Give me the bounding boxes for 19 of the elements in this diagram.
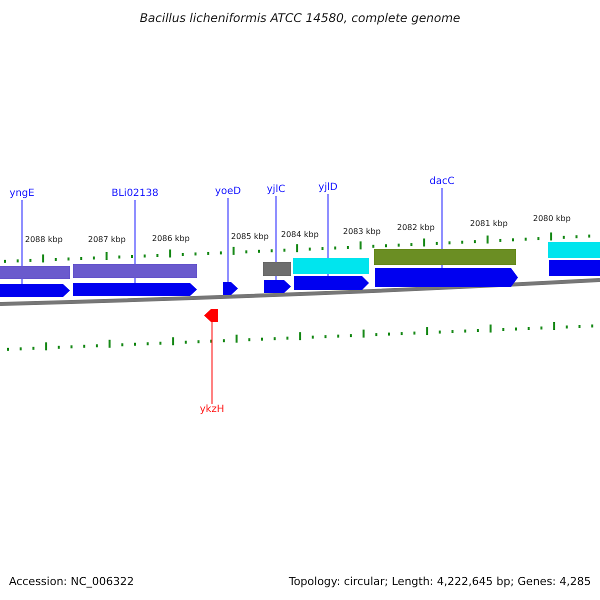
- scale-label: 2087 kbp: [88, 235, 126, 245]
- gene-label: yjlD: [318, 182, 338, 194]
- accession-text: Accession: NC_006322: [9, 574, 134, 590]
- gene-label: yjlC: [266, 184, 286, 196]
- gene-label: BLi02138: [111, 188, 159, 200]
- gene-label: dacC: [430, 176, 454, 188]
- scale-label: 2081 kbp: [470, 219, 508, 229]
- title: Bacillus licheniformis ATCC 14580, complete genome: [138, 10, 462, 27]
- gene-label: ykzH: [200, 404, 224, 416]
- scale-label: 2084 kbp: [281, 230, 319, 240]
- gene-label: yoeD: [215, 186, 241, 198]
- scale-label: 2086 kbp: [152, 234, 190, 244]
- gene-label: yngE: [10, 188, 34, 200]
- genome-summary-text: Topology: circular; Length: 4,222,645 bp; Genes: 4,285: [288, 574, 591, 590]
- scale-label: 2083 kbp: [343, 227, 381, 237]
- scale-label: 2082 kbp: [397, 223, 435, 233]
- scale-label: 2085 kbp: [231, 232, 269, 242]
- scale-label: 2088 kbp: [25, 235, 63, 245]
- scale-label: 2080 kbp: [533, 214, 571, 224]
